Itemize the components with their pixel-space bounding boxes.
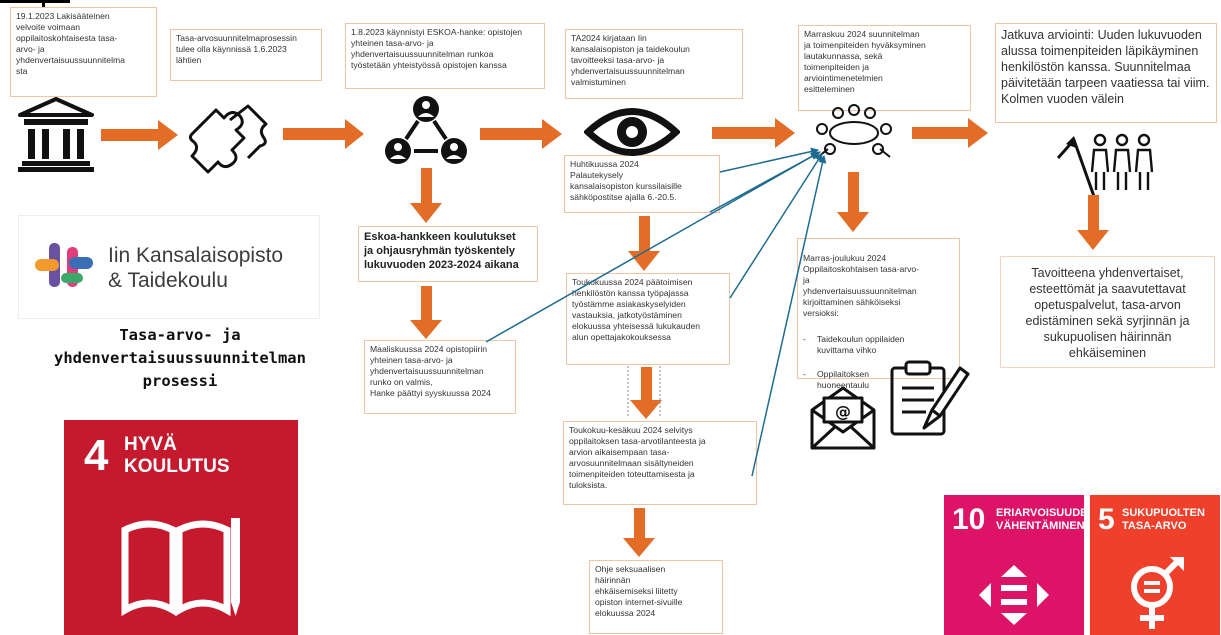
arrow-right	[480, 119, 562, 149]
sdg5-tile: 5 SUKUPUOLTEN TASA-ARVO	[1090, 495, 1220, 635]
arrows-equal-icon	[979, 565, 1049, 625]
people-graph-icon	[1056, 133, 1154, 203]
sdg10-label: ERIARVOISUUDEN VÄHENTÄMINEN	[996, 507, 1096, 532]
clipboard-pen-icon	[890, 360, 970, 436]
step-ta2024: TA2024 kirjataan Iin kansalaisopiston ja…	[565, 29, 743, 99]
network-icon	[385, 96, 467, 164]
corner-mark-top	[0, 0, 70, 3]
arrow-down	[630, 367, 662, 419]
arrow-down	[1077, 195, 1109, 250]
harassment-guide: Ohje seksuaalisen häirinnän ehkäisemisek…	[589, 560, 723, 634]
may-workshop: Toukokuussa 2024 päätoimisen henkilöstön…	[566, 273, 730, 365]
email-icon: @	[810, 386, 876, 450]
page-title: Tasa-arvo- ja yhdenvertaisuussuunnitelma…	[54, 326, 306, 390]
april-feedback-survey: Huhtikuussa 2024 Palautekysely kansalais…	[564, 155, 720, 213]
nov-dec-writing: Marras-joulukuu 2024 Oppilaitoskohtaisen…	[797, 238, 960, 390]
sdg10-number: 10	[952, 503, 986, 536]
step-november-approval: Marraskuu 2024 suunnitelman ja toimenpit…	[798, 25, 971, 111]
arrow-right	[712, 118, 795, 148]
book-pencil-icon	[121, 518, 240, 617]
sdg5-label: SUKUPUOLTEN TASA-ARVO	[1122, 507, 1205, 532]
arrow-right	[283, 119, 364, 149]
step-legal-obligation: 19.1.2023 Lakisääteinen velvoite voimaan…	[10, 7, 157, 97]
list-item: -Oppilaitoksen huoneentaulu	[803, 369, 870, 390]
arrow-right	[101, 120, 178, 150]
museum-icon	[18, 97, 94, 172]
arrow-down	[410, 168, 442, 223]
sdg5-number: 5	[1098, 503, 1115, 536]
arrow-right	[912, 118, 988, 148]
sdg4-tile: 4 HYVÄ KOULUTUS	[64, 420, 298, 635]
corner-mark-vertical	[42, 0, 45, 8]
nov-dec-writing-text: Marras-joulukuu 2024 Oppilaitoskohtaisen…	[803, 253, 920, 318]
may-june-review: Toukokuu-kesäkuu 2024 selvitys oppilaito…	[563, 421, 757, 505]
puzzle-icon	[188, 104, 268, 174]
eye-icon	[584, 108, 680, 156]
arrow-down	[410, 286, 442, 339]
institution-name: Iin Kansalaisopisto & Taidekoulu	[108, 244, 284, 292]
logo-mark-icon	[35, 243, 93, 287]
step-process-start: Tasa-arvosuunnitelmaprosessin tulee olla…	[170, 29, 322, 81]
sdg10-tile: 10 ERIARVOISUUDEN VÄHENTÄMINEN	[944, 495, 1095, 635]
sdg4-number: 4	[84, 431, 109, 480]
arrow-down	[628, 216, 660, 271]
step-continuous-evaluation: Jatkuva arviointi: Uuden lukuvuoden alus…	[995, 23, 1217, 123]
svg-text:@: @	[835, 402, 851, 421]
step-eskoa-start: 1.8.2023 käynnistyi ESKOA-hanke: opistoj…	[345, 23, 545, 89]
list-item: -Taidekoulun oppilaiden kuvittama vihko	[803, 334, 905, 355]
march-framework-ready: Maaliskuussa 2024 opistopiirin yhteinen …	[364, 340, 516, 414]
gender-equality-icon	[1131, 557, 1184, 629]
sdg4-label: HYVÄ KOULUTUS	[124, 434, 230, 477]
goal-statement: Tavoitteena yhdenvertaiset, esteettömät …	[1000, 256, 1215, 368]
eskoa-trainings: Eskoa-hankkeen koulutukset ja ohjausryhm…	[358, 226, 538, 282]
arrow-down	[837, 172, 869, 232]
arrow-down	[623, 508, 655, 557]
